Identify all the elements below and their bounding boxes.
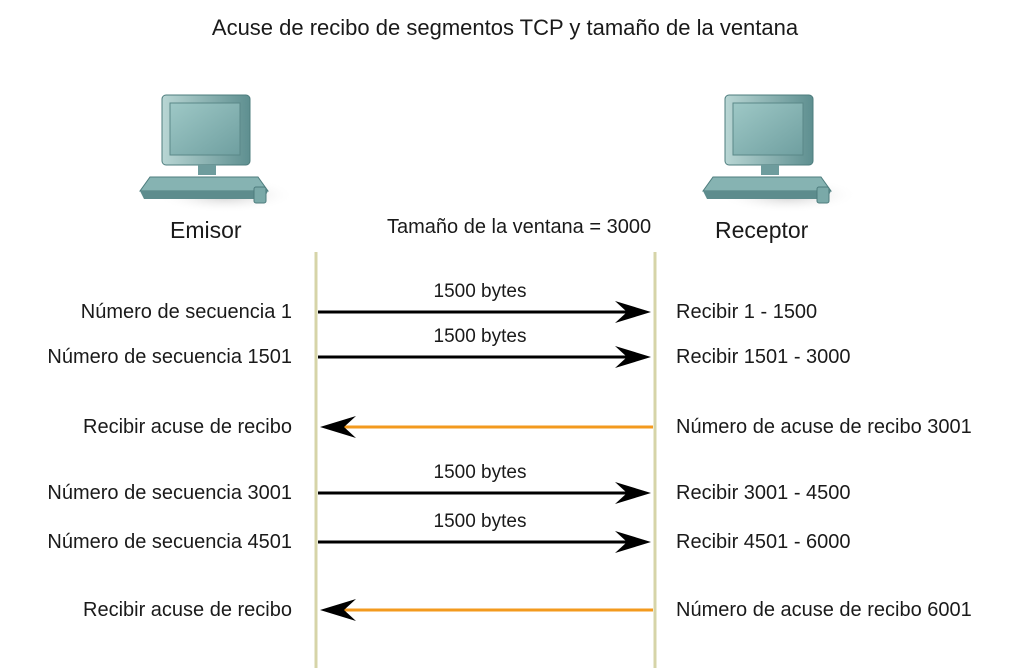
send-arrowhead	[615, 482, 651, 504]
segment-size-label: 1500 bytes	[433, 462, 527, 483]
window-size-label: Tamaño de la ventana = 3000	[387, 216, 652, 238]
diagram-title: Acuse de recibo de segmentos TCP y tamañ…	[211, 15, 799, 40]
receiver-event-label: Recibir 3001 - 4500	[676, 482, 851, 504]
sender-event-label: Número de secuencia 4501	[47, 531, 292, 553]
sender-event-label: Recibir acuse de recibo	[83, 416, 292, 438]
send-arrowhead	[615, 301, 651, 323]
receiver-event-label: Recibir 1 - 1500	[676, 301, 818, 323]
message-arrows	[318, 301, 653, 621]
sender-event-label: Número de secuencia 3001	[47, 482, 292, 504]
segment-size-label: 1500 bytes	[433, 281, 527, 302]
receiver-event-label: Número de acuse de recibo 3001	[676, 416, 972, 438]
receiver-computer-icon	[702, 94, 858, 213]
ack-arrowhead	[320, 599, 356, 621]
send-arrowhead	[615, 531, 651, 553]
receiver-event-label: Número de acuse de recibo 6001	[676, 599, 972, 621]
segment-size-label: 1500 bytes	[433, 511, 527, 532]
segment-size-label: 1500 bytes	[433, 326, 527, 347]
send-arrowhead	[615, 346, 651, 368]
receiver-label: Receptor	[715, 217, 809, 243]
receiver-event-label: Recibir 1501 - 3000	[676, 346, 851, 368]
receiver-event-label: Recibir 4501 - 6000	[676, 531, 851, 553]
sender-computer-icon	[139, 94, 295, 213]
ack-arrowhead	[320, 416, 356, 438]
sender-event-label: Número de secuencia 1	[80, 301, 292, 323]
sender-label: Emisor	[170, 217, 242, 243]
sender-event-label: Recibir acuse de recibo	[83, 599, 292, 621]
sender-event-label: Número de secuencia 1501	[47, 346, 292, 368]
